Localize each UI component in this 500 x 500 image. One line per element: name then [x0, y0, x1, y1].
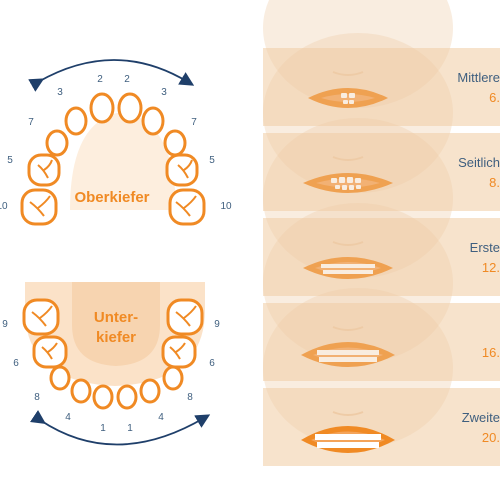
upper-teeth: [20, 92, 206, 226]
mouth-illustration: [263, 288, 453, 453]
upper-number: 3: [57, 87, 63, 98]
tooth-upper-canine-right: [163, 129, 187, 157]
stage-age: 16.: [481, 345, 500, 360]
mouth-illustration: [263, 203, 453, 367]
lower-number: 1: [100, 423, 106, 434]
upper-jaw-label: Oberkiefer: [74, 189, 149, 206]
lower-jaw: Unter- kiefer 9 6 8 4 1 1 4 8 6 9: [2, 282, 220, 446]
tooth-upper-lateral-right: [141, 106, 165, 136]
upper-number: 5: [209, 155, 215, 166]
tongue: [72, 282, 160, 366]
lower-number: 4: [65, 412, 71, 423]
stage-title: Seitlich: [458, 155, 500, 170]
lower-jaw-label-line2: kiefer: [96, 329, 136, 346]
upper-number: 10: [0, 201, 8, 212]
upper-number: 2: [97, 74, 103, 85]
mouth-illustration: [263, 33, 453, 193]
tooth-lower-canine-left: [49, 365, 71, 391]
upper-number: 3: [161, 87, 167, 98]
lower-number: 8: [187, 392, 193, 403]
tooth-lower-canine-right: [162, 365, 184, 391]
lower-number: 9: [2, 319, 8, 330]
lower-number: 8: [34, 392, 40, 403]
tooth-lower-lateral-left: [70, 378, 92, 404]
tooth-lower-incisor-right: [116, 384, 138, 410]
stage-panel-4: 16.: [263, 203, 500, 381]
lower-number: 1: [127, 423, 133, 434]
lower-number: 9: [214, 319, 220, 330]
tooth-upper-incisor-right: [117, 92, 143, 124]
stage-panel-3: Erste 12.: [263, 118, 500, 296]
tooth-upper-incisor-left: [89, 92, 115, 124]
upper-tooth-numbers: 10 5 7 3 2 2 3 7 5 10: [0, 74, 232, 212]
tooth-lower-molar1-left: [32, 335, 68, 369]
lower-jaw-label-line1: Unter-: [94, 309, 138, 326]
tooth-upper-molar2-right: [168, 188, 206, 226]
tooth-upper-lateral-left: [64, 106, 88, 136]
tooth-upper-canine-left: [45, 129, 69, 157]
upper-number: 5: [7, 155, 13, 166]
stage-age: 20.: [481, 430, 500, 445]
stage-age: 8.: [489, 175, 500, 190]
stage-panel-5: Zweite 20.: [263, 288, 500, 466]
mouth-illustration: [263, 0, 453, 108]
upper-palate: [70, 112, 176, 210]
upper-number: 7: [28, 117, 34, 128]
stage-title: Zweite: [461, 410, 500, 425]
lower-number: 6: [13, 358, 19, 369]
upper-number: 10: [220, 201, 232, 212]
mouth-illustration: [263, 118, 453, 279]
stage-panel-1: Mittlere 6.: [263, 0, 500, 126]
stage-age: 12.: [481, 260, 500, 275]
upper-number: 2: [124, 74, 130, 85]
lower-number: 6: [209, 358, 215, 369]
stage-title: Erste: [469, 240, 500, 255]
stage-title: Mittlere: [457, 70, 500, 85]
tooth-lower-incisor-left: [92, 384, 114, 410]
stage-age: 6.: [489, 90, 500, 105]
lower-number: 4: [158, 412, 164, 423]
stage-panel-2: Seitlich 8.: [263, 33, 500, 211]
upper-number: 7: [191, 117, 197, 128]
tooth-lower-molar1-right: [161, 335, 197, 369]
upper-jaw: Oberkiefer 10 5 7 3 2 2 3 7 5 10: [0, 59, 232, 226]
upper-arrow: [28, 59, 195, 92]
lower-arrow: [30, 410, 211, 446]
tooth-lower-lateral-right: [139, 378, 161, 404]
